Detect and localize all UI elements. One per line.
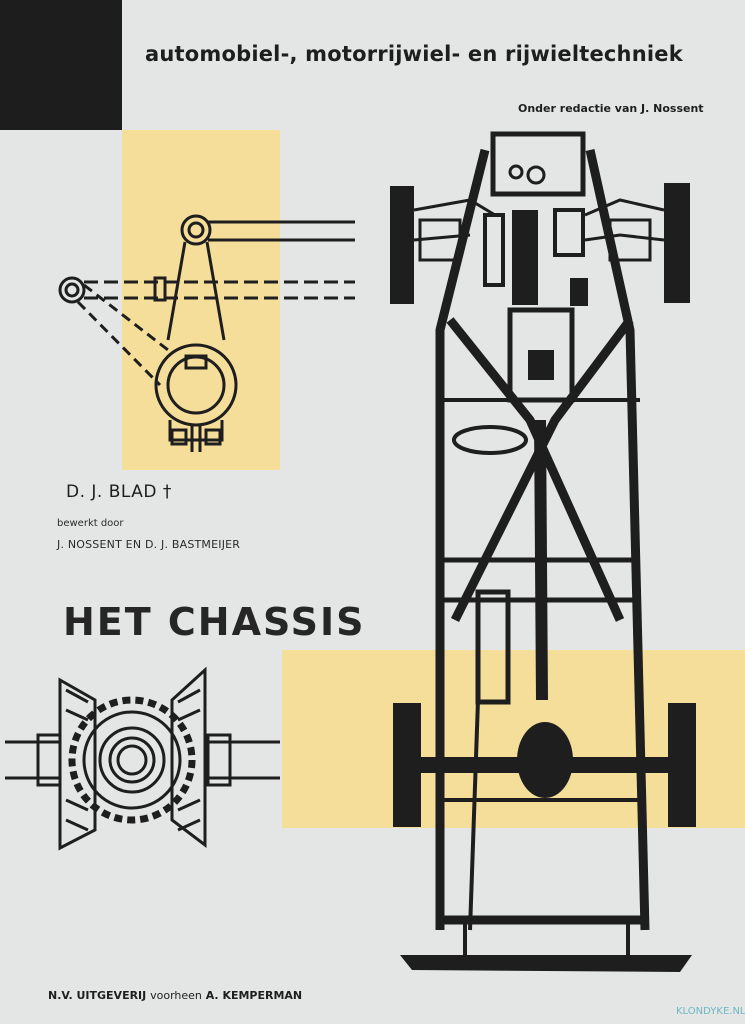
- chassis-illustration: [390, 131, 696, 972]
- publisher-prefix: N.V. UITGEVERIJ: [48, 989, 147, 1002]
- linkage-illustration: [58, 214, 355, 452]
- black-corner-block: [0, 0, 122, 130]
- author-name: D. J. BLAD †: [66, 482, 172, 502]
- publisher-line: N.V. UITGEVERIJ voorheen A. KEMPERMAN: [48, 989, 302, 1002]
- watermark: KLONDYKE.NL: [676, 1006, 745, 1017]
- book-title: HET CHASSIS: [63, 600, 366, 644]
- series-title: automobiel-, motorrijwiel- en rijwieltec…: [145, 42, 683, 66]
- publisher-middle: voorheen: [150, 989, 202, 1002]
- edited-by-label: bewerkt door: [57, 518, 124, 529]
- editors-names: J. NOSSENT EN D. J. BASTMEIJER: [57, 538, 241, 551]
- gear-illustration: [5, 666, 280, 851]
- series-editor: Onder redactie van J. Nossent: [518, 102, 704, 115]
- publisher-name: A. KEMPERMAN: [205, 989, 303, 1002]
